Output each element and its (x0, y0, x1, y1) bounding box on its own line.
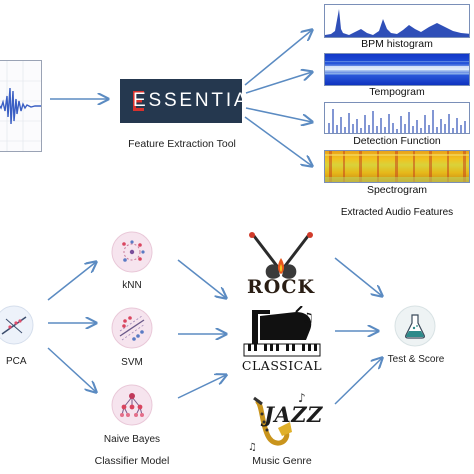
tempogram-icon (325, 61, 469, 75)
svg-text:♫: ♫ (302, 311, 314, 326)
feature-label-bpm: BPM histogram (361, 38, 433, 50)
spectrogram-panel (324, 150, 470, 183)
arrow-essentia-to-bpm (244, 30, 312, 86)
bpm-histogram-icon (325, 9, 469, 37)
rock-guitars-icon (249, 232, 313, 279)
essentia-logo-text: ESSENTIA (133, 90, 250, 111)
pca-node (0, 305, 40, 345)
essentia-logo-mark (133, 91, 144, 111)
arrow-naive-bayes-to-genre (177, 375, 226, 399)
tempogram-panel (324, 53, 470, 86)
svg-text:♫: ♫ (248, 442, 257, 453)
svm-label: SVM (121, 357, 143, 368)
jazz-label: JAZZ (264, 402, 323, 427)
test-score-label: Test & Score (387, 354, 445, 365)
naive-bayes-icon (111, 384, 153, 426)
test-score-node (393, 304, 437, 348)
arrow-essentia-to-spectrogram (244, 116, 312, 166)
classical-piano-icon: ♫ (243, 306, 321, 357)
jazz-genre-image: ♪ ♫ JAZZ (240, 384, 324, 454)
flask-icon (394, 305, 436, 347)
arrow-pca-to-knn (47, 262, 96, 301)
classical-genre-image: ♫ CLASSICAL (240, 306, 324, 376)
waveform-icon (0, 61, 41, 151)
svm-icon (111, 307, 153, 349)
pca-icon (0, 305, 34, 345)
arrow-genre-top-to-score (334, 257, 382, 296)
arrow-genre-bottom-to-score (334, 358, 382, 405)
features-caption: Extracted Audio Features (340, 207, 454, 218)
arrow-pca-to-naive-bayes (47, 347, 96, 392)
svg-text:♪: ♪ (298, 391, 306, 405)
arrow-essentia-to-detection (245, 107, 312, 122)
classifier-caption: Classifier Model (94, 455, 170, 467)
knn-label: kNN (122, 280, 142, 291)
rock-genre-image: ROCK (238, 230, 324, 300)
detection-function-icon (328, 109, 466, 133)
arrow-knn-to-genre (177, 259, 226, 298)
essentia-logo: ESSENTIA (120, 79, 247, 123)
detection-function-panel (324, 102, 470, 134)
knn-node (110, 230, 154, 274)
naive-bayes-label: Naive Bayes (103, 434, 161, 445)
rock-label: ROCK (247, 276, 315, 298)
knn-icon (111, 231, 153, 273)
feature-label-spectrogram: Spectrogram (366, 184, 428, 196)
classical-label: CLASSICAL (241, 358, 323, 373)
bpm-histogram-panel (324, 4, 470, 38)
pca-label: PCA (6, 356, 27, 367)
jazz-saxophone-icon: ♪ ♫ (248, 391, 306, 453)
feature-label-detection: Detection Function (353, 135, 441, 147)
svm-node (110, 306, 154, 350)
spectrogram-icon (325, 151, 469, 182)
arrow-essentia-to-tempogram (245, 72, 312, 94)
naive-bayes-node (110, 383, 154, 427)
essentia-caption: Feature Extraction Tool (128, 138, 236, 150)
genre-caption: Music Genre (252, 455, 312, 467)
audio-waveform-panel (0, 60, 42, 152)
feature-label-tempogram: Tempogram (369, 86, 425, 98)
